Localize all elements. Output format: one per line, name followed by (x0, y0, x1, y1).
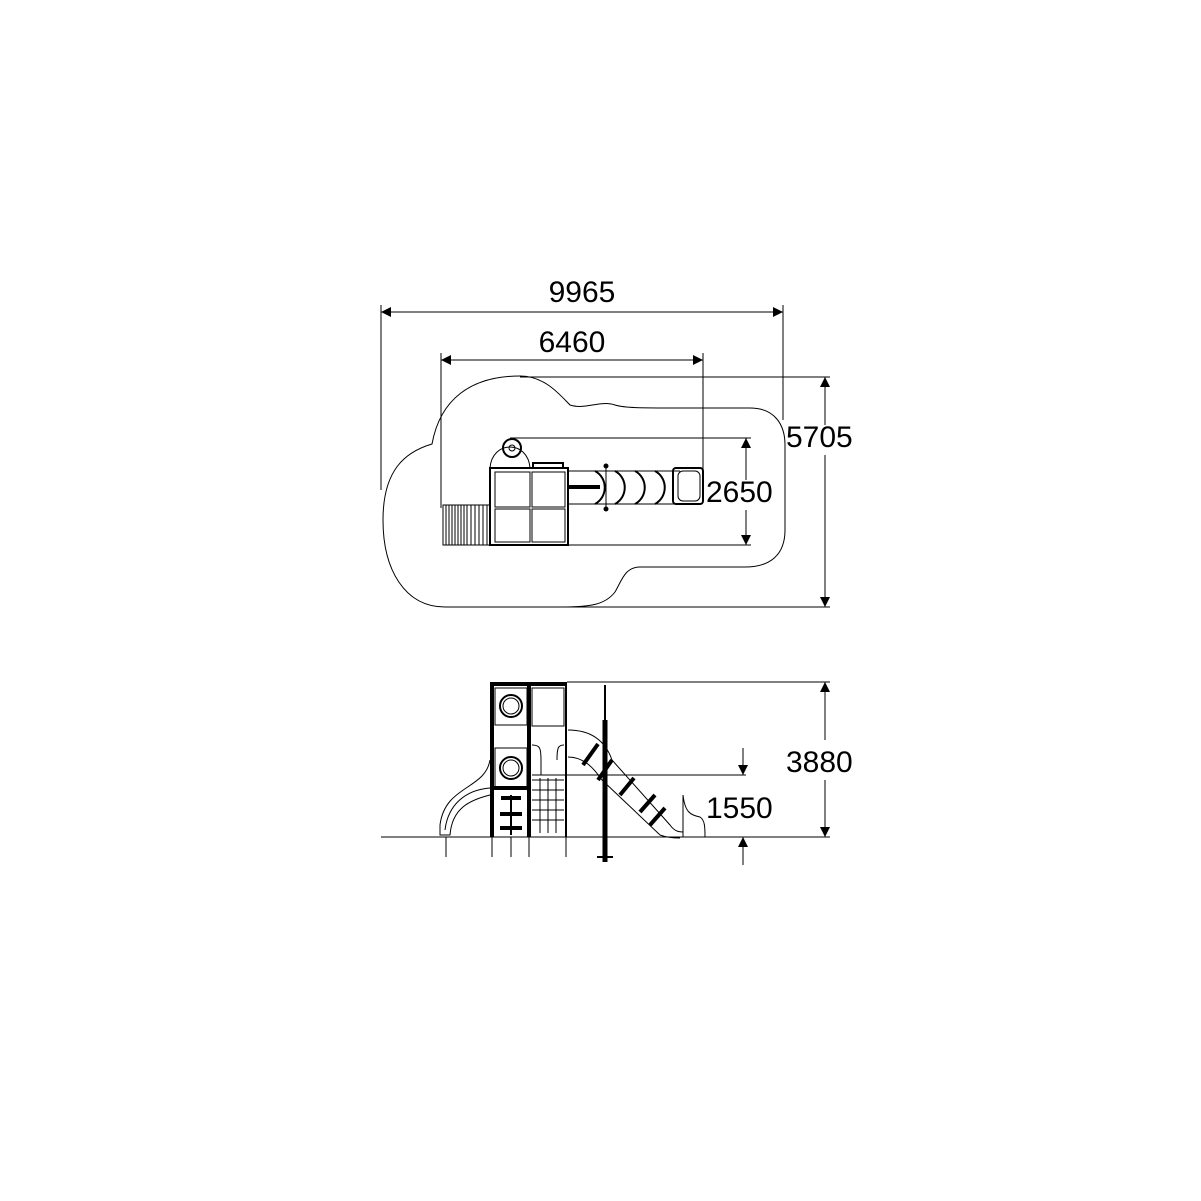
dimension-equipment-width: 2650 (510, 437, 773, 546)
dimension-overall-width: 5705 (520, 376, 853, 608)
dimension-platform-height: 1550 (560, 748, 773, 865)
curved-slide (439, 759, 491, 836)
tube-slide-elevation (567, 729, 706, 839)
dimension-overall-length: 9965 (380, 276, 784, 490)
pole (597, 685, 613, 862)
dimension-overall-height: 3880 (567, 681, 853, 838)
side-view: 3880 1550 (381, 681, 853, 865)
tower-elevation (445, 682, 567, 857)
tower-plan (489, 438, 569, 546)
equipment-elevation (439, 682, 706, 862)
dimension-label: 2650 (706, 476, 773, 509)
dimension-equipment-length: 6460 (440, 326, 704, 508)
dimension-label: 3880 (786, 746, 853, 779)
steps-plan (442, 504, 491, 546)
dimension-label: 1550 (706, 792, 773, 825)
tube-slide-plan (568, 463, 704, 512)
plan-view: 9965 6460 5705 2650 (380, 276, 853, 608)
dimension-label: 9965 (549, 276, 616, 309)
spinner-pole (500, 795, 522, 835)
dimension-label: 5705 (786, 421, 853, 454)
safety-zone-outline (382, 375, 786, 608)
equipment-plan (442, 438, 704, 546)
dimension-label: 6460 (539, 326, 606, 359)
